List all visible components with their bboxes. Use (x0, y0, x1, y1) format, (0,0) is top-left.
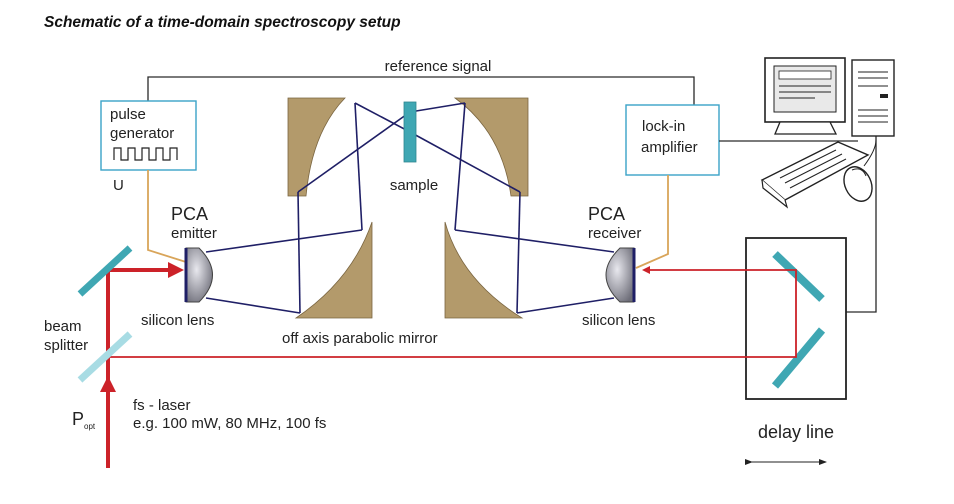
emitter-cable (147, 170, 187, 263)
pulse-generator-label-1: pulse (110, 106, 146, 123)
pca-emitter-title: PCA (171, 204, 208, 224)
lockin-amplifier-box (625, 104, 720, 176)
mirror-bottom-right (444, 221, 524, 319)
pca-receiver-subtitle: receiver (588, 225, 641, 242)
computer-delay-wire (846, 135, 877, 313)
pca-receiver-title: PCA (588, 204, 625, 224)
pca-emitter-subtitle: emitter (171, 225, 217, 242)
delay-mirror-lower (771, 327, 826, 389)
sample-label: sample (390, 177, 438, 194)
beam-splitter-plate (77, 331, 133, 383)
silicon-lens-right-label: silicon lens (582, 312, 655, 329)
lockin-label-1: lock-in (642, 118, 685, 135)
mirror-bottom-left (294, 221, 373, 319)
beam-splitter-label-1: beam (44, 318, 82, 335)
reference-signal-label: reference signal (385, 58, 492, 75)
laser-label-2: e.g. 100 mW, 80 MHz, 100 fs (133, 415, 326, 432)
square-wave-icon (113, 147, 178, 161)
mirror-top-right (453, 97, 529, 197)
computer-icon (760, 57, 895, 209)
sample-slab (403, 101, 417, 163)
receiver-lens-icon (605, 247, 635, 303)
voltage-label: U (113, 177, 124, 194)
thz-beam-paths (205, 102, 615, 314)
diagram-title: Schematic of a time-domain spectroscopy … (44, 14, 401, 31)
lockin-label-2: amplifier (641, 139, 698, 156)
parabolic-mirror-label: off axis parabolic mirror (282, 330, 438, 347)
laser-probe-beam (108, 266, 797, 358)
delay-mirror-upper (772, 251, 825, 302)
emitter-lens-icon (185, 247, 213, 303)
laser-label-1: fs - laser (133, 397, 191, 414)
steering-mirror (77, 245, 133, 297)
beam-splitter-label-2: splitter (44, 337, 88, 354)
delay-line-label: delay line (758, 422, 834, 442)
silicon-lens-left-label: silicon lens (141, 312, 214, 329)
pulse-generator-label-2: generator (110, 125, 174, 142)
mirror-top-left (287, 97, 346, 197)
p-opt-label: Popt (72, 409, 96, 431)
reference-signal-wire (147, 76, 695, 105)
receiver-cable (635, 175, 669, 269)
